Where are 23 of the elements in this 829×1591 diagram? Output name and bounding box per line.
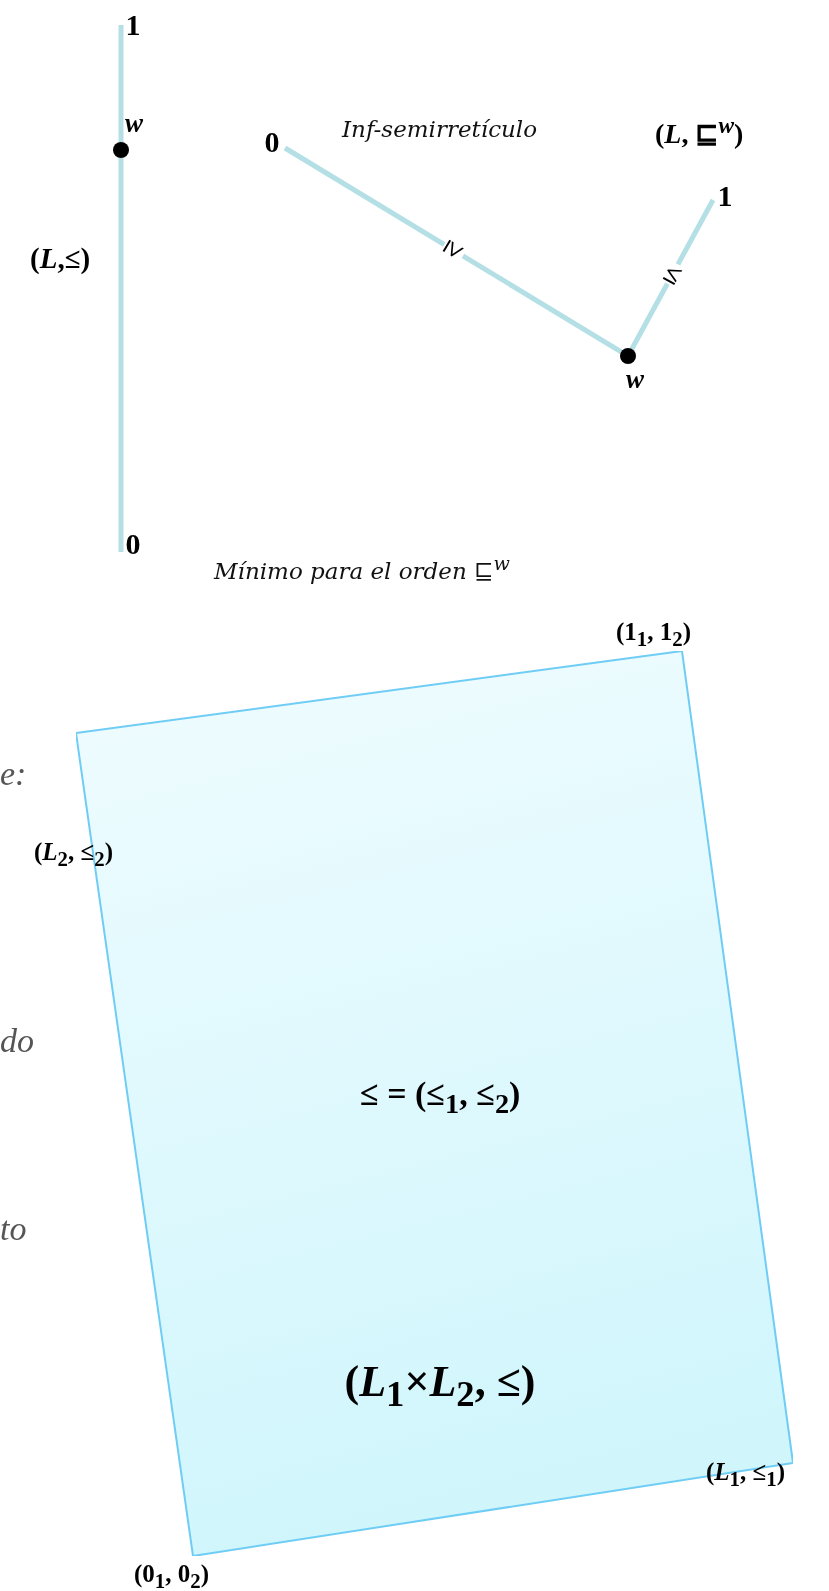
lattice-label: (L,≤) [30,242,91,275]
point-label: w [626,364,644,395]
lattice-label: (L, ⊑$^{w}$) [655,112,744,151]
text-fragment: e: [0,755,27,793]
point-label: w [125,108,143,139]
bottom-element-label: 0 [121,528,145,560]
point-dot [620,348,636,364]
caption-text: Mínimo para el orden ⊑$^{w}$ [214,552,510,584]
top-element-label: 1 [121,9,145,41]
corner-label: (1$_{1}$, 1$_{2}$) [616,618,691,652]
order-formula: (L$_{1}$×L$_{2}$, ≤) [344,1355,536,1415]
text-fragment: to [0,1210,27,1248]
hasse-edge [118,158,124,552]
order-formula: ≤ = (≤$_{1}$, ≤$_{2}$) [360,1074,521,1120]
corner-label: (0$_{1}$, 0$_{2}$) [134,1560,209,1591]
text-fragment: do [0,1022,34,1060]
top-element-label: 1 [713,180,737,212]
hasse-edge [118,25,124,142]
bottom-element-label: 0 [259,126,285,158]
hasse-edge [629,198,716,351]
point-dot [113,142,129,158]
caption-text: Inf-semirretículo [342,116,538,142]
hasse-edge [283,145,623,354]
